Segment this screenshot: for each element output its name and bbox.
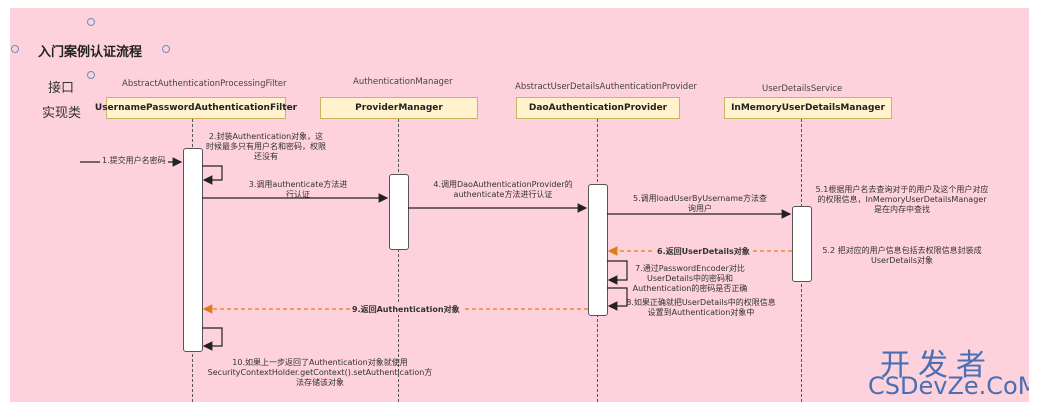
- activation-dao-provider: [588, 184, 608, 316]
- arrow-2-self: [202, 165, 223, 185]
- return-label-9: 9.返回Authentication对象: [350, 304, 462, 315]
- activation-provider-manager: [389, 174, 409, 250]
- note-5-1: 5.1根据用户名去查询对于的用户及这个用户对应的权限信息，InMemoryUse…: [815, 185, 989, 214]
- arrow-7-self: [607, 260, 628, 285]
- circle-marker: [87, 71, 95, 79]
- message-3: 3.调用authenticate方法进行认证: [248, 180, 348, 199]
- arrow-8-self: [607, 287, 628, 311]
- interface-label-provider: AbstractUserDetailsAuthenticationProvide…: [515, 82, 697, 92]
- activation-userdetails-manager: [792, 206, 812, 282]
- message-2: 2.封装Authentication对象，这时候最多只有用户名和密码，权限还没有: [206, 132, 326, 161]
- message-5: 5.调用loadUserByUsername方法查询用户: [633, 194, 767, 213]
- diagram-canvas: 入门案例认证流程 接口 实现类 AbstractAuthenticationPr…: [10, 8, 1029, 402]
- circle-marker: [87, 18, 95, 26]
- message-10: 10.如果上一步返回了Authentication对象就使用SecurityCo…: [207, 358, 433, 387]
- lifeline-provider-manager: [398, 119, 399, 402]
- message-8: 8.如果正确就把UserDetails中的权限信息设置到Authenticati…: [626, 298, 776, 317]
- row-label-interface: 接口: [48, 81, 75, 96]
- watermark-logo-text: CSDevZe.CoM: [868, 372, 1029, 400]
- participant-provider-manager: ProviderManager: [320, 97, 478, 119]
- watermark-text: 开发者: [880, 348, 994, 383]
- participant-filter: UsernamePasswordAuthenticationFilter: [95, 97, 297, 119]
- participant-userdetails-manager: InMemoryUserDetailsManager: [724, 97, 892, 119]
- arrow-10-self: [202, 327, 223, 351]
- note-5-2: 5.2 把对应的用户信息包括去权限信息封装成UserDetails对象: [822, 246, 982, 265]
- interface-label-filter: AbstractAuthenticationProcessingFilter: [122, 79, 287, 89]
- diagram-title: 入门案例认证流程: [38, 45, 143, 60]
- circle-marker: [162, 45, 170, 53]
- return-label-6: 6.返回UserDetails对象: [655, 246, 752, 257]
- participant-dao-provider: DaoAuthenticationProvider: [516, 97, 680, 119]
- interface-label-service: UserDetailsService: [762, 84, 843, 94]
- message-1: 1.提交用户名密码: [100, 156, 168, 166]
- row-label-impl: 实现类: [42, 106, 82, 121]
- message-4: 4.调用DaoAuthenticationProvider的authentica…: [433, 180, 573, 199]
- circle-marker: [11, 45, 19, 53]
- interface-label-manager: AuthenticationManager: [353, 77, 453, 87]
- message-7: 7.通过PasswordEncoder对比UserDetails中的密码和Aut…: [632, 264, 748, 293]
- activation-filter: [183, 148, 203, 352]
